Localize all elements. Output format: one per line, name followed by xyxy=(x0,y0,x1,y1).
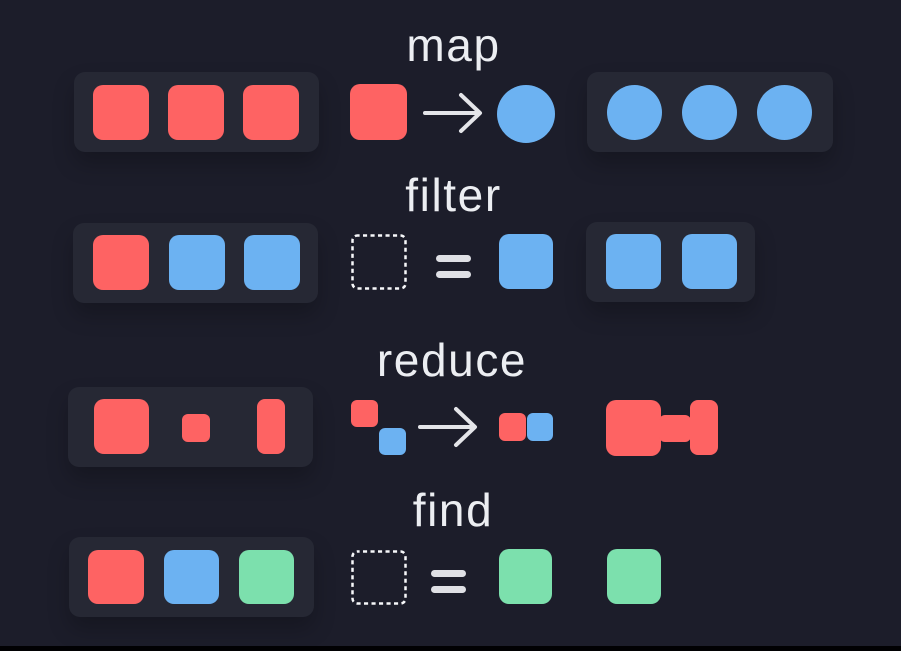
blue-circle xyxy=(757,85,812,140)
blue-square xyxy=(499,234,553,289)
red-merged-square xyxy=(606,400,661,456)
arrow-right-icon xyxy=(423,93,482,133)
equals-icon xyxy=(431,570,466,577)
red-rect-tall xyxy=(257,399,285,454)
red-square xyxy=(93,85,149,140)
green-square xyxy=(499,549,552,604)
blue-square xyxy=(606,234,661,289)
green-square-result xyxy=(607,549,661,604)
blue-square-small xyxy=(379,428,406,455)
blue-square xyxy=(682,234,737,289)
find-input-array xyxy=(69,537,314,617)
arrow-right-icon xyxy=(418,407,477,447)
blue-square xyxy=(244,235,300,290)
green-square xyxy=(239,550,294,604)
blue-circle xyxy=(682,85,737,140)
reduce-input-array xyxy=(68,387,313,467)
dashed-slot-icon xyxy=(351,550,407,605)
red-merged-rect xyxy=(690,400,718,455)
bottom-letterbox-bar xyxy=(0,646,901,651)
row-title-find: find xyxy=(412,484,494,536)
red-square-small xyxy=(351,400,378,427)
filter-input-array xyxy=(73,223,318,303)
row-title-filter: filter xyxy=(405,169,502,221)
blue-circle xyxy=(497,85,555,143)
red-square-small xyxy=(499,413,526,441)
map-output-array xyxy=(587,72,833,152)
blue-square xyxy=(164,550,219,604)
red-square xyxy=(168,85,224,140)
equals-icon xyxy=(436,255,471,262)
row-title-map: map xyxy=(406,19,501,71)
red-square xyxy=(93,235,149,290)
dashed-slot-icon xyxy=(351,234,407,290)
filter-output-array xyxy=(586,222,755,302)
equals-icon xyxy=(436,271,471,278)
red-square xyxy=(88,550,144,604)
red-merged-connector xyxy=(659,415,691,442)
red-square-large xyxy=(94,399,149,454)
red-square-small xyxy=(182,414,210,442)
map-input-array xyxy=(74,72,319,152)
equals-icon xyxy=(431,586,466,593)
row-title-reduce: reduce xyxy=(376,334,528,386)
red-square xyxy=(243,85,299,140)
red-square xyxy=(350,84,407,140)
blue-circle xyxy=(607,85,662,140)
blue-square-small xyxy=(527,413,553,441)
blue-square xyxy=(169,235,225,290)
